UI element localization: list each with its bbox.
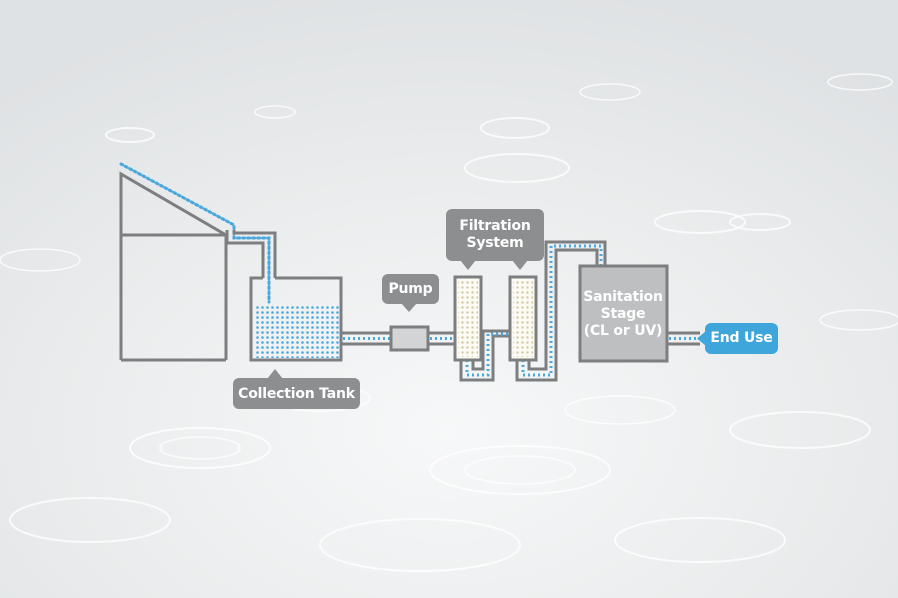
sanitation-tank-icon — [578, 264, 669, 363]
pipe-filter-connector — [459, 329, 510, 382]
callout-collection-tank — [233, 369, 360, 409]
rain-ripples — [0, 73, 898, 572]
sanitation-label-line3: (CL or UV) — [583, 323, 663, 339]
collection-tank-label: Collection Tank — [238, 386, 355, 402]
callout-pump — [382, 274, 439, 312]
end-use-label: End Use — [710, 330, 773, 346]
callout-end-use — [697, 323, 778, 354]
pump-icon — [389, 325, 430, 352]
pipe-pump-to-filter — [428, 331, 455, 346]
collection-tank-icon — [249, 276, 343, 362]
pump-label: Pump — [388, 281, 433, 297]
filtration-label-line2: System — [466, 235, 524, 251]
sanitation-label-line2: Stage — [600, 306, 646, 322]
pipe-filter-to-sanitation — [515, 240, 607, 382]
house-outline-icon — [119, 171, 228, 362]
callout-filtration-system — [446, 209, 544, 270]
roof-rain-flow — [119, 162, 271, 304]
sanitation-label-line1: Sanitation — [583, 289, 663, 305]
pipe-tank-to-pump — [341, 331, 391, 346]
filter-cartridge-icon — [453, 275, 538, 362]
gutter-pipe — [225, 230, 277, 278]
filtration-label-line1: Filtration — [459, 218, 531, 234]
pipe-outlet — [667, 331, 702, 346]
